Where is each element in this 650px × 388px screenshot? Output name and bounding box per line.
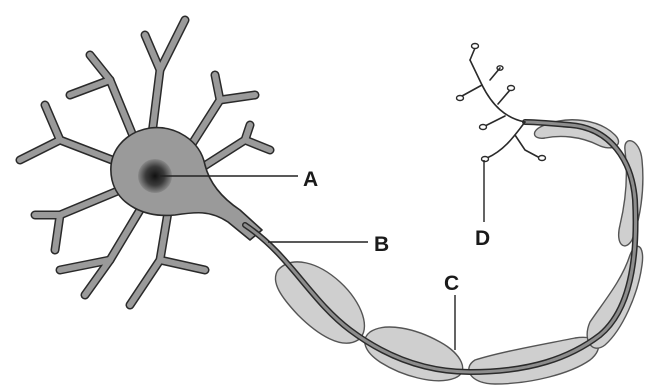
label-a: A xyxy=(303,168,318,191)
label-d: D xyxy=(475,227,490,250)
label-b: B xyxy=(374,233,389,256)
label-c: C xyxy=(444,272,459,295)
axon-terminals xyxy=(457,44,546,162)
axon xyxy=(245,122,636,372)
